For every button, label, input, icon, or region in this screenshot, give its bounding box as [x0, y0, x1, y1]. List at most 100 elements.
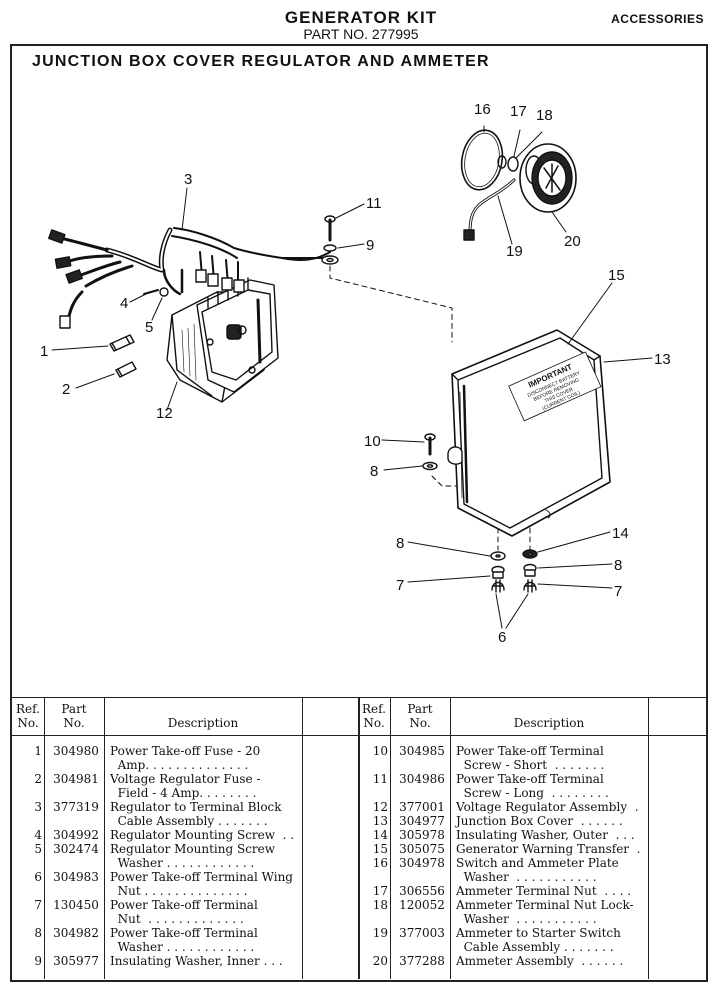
ref-number: 17: [372, 884, 388, 898]
part-description: Voltage Regulator Assembly .: [456, 800, 656, 814]
kit-part-number: PART NO. 277995: [303, 26, 419, 42]
part-number: 304992: [53, 828, 99, 842]
header-ref-no: Ref.No.: [362, 702, 386, 730]
part-description: Power Take-off Terminal Nut . . . . . . …: [110, 898, 310, 926]
page-frame: [10, 44, 708, 982]
ammeter-terminal-lockwasher: [507, 156, 519, 172]
part-description: Power Take-off Terminal Screw - Long . .…: [456, 772, 656, 800]
description-line: Washer . . . . . . . . . . . .: [110, 856, 255, 870]
section-heading: ACCESSORIES: [611, 12, 704, 26]
ref-number: 12: [372, 800, 388, 814]
callout-8: 8: [396, 535, 404, 552]
callout-18: 18: [536, 107, 553, 124]
description-line: Insulating Washer, Inner . . .: [110, 954, 283, 968]
description-line: Power Take-off Terminal: [456, 744, 604, 758]
part-number: 304981: [53, 772, 99, 786]
part-description: Switch and Ammeter Plate Washer . . . . …: [456, 856, 656, 884]
callout-7: 7: [396, 577, 404, 594]
description-line: Amp. . . . . . . . . . . . . .: [110, 758, 249, 772]
part-number: 304985: [399, 744, 445, 758]
ref-number: 10: [372, 744, 388, 758]
description-line: Ammeter Terminal Nut . . . .: [456, 884, 632, 898]
part-number: 304980: [53, 744, 99, 758]
description-line: Power Take-off Terminal: [456, 772, 604, 786]
part-number: 377319: [53, 800, 99, 814]
description-line: Washer . . . . . . . . . . .: [456, 870, 597, 884]
ammeter-assembly: [519, 143, 577, 213]
description-line: Ammeter Assembly . . . . . .: [456, 954, 624, 968]
callout-16: 16: [474, 101, 491, 118]
description-line: Field - 4 Amp. . . . . . . .: [110, 786, 257, 800]
ref-number: 16: [372, 856, 388, 870]
ref-number: 5: [34, 842, 42, 856]
ref-number: 11: [372, 772, 388, 786]
description-line: Regulator to Terminal Block: [110, 800, 282, 814]
ref-number: 2: [34, 772, 42, 786]
part-description: Ammeter to Starter Switch Cable Assembly…: [456, 926, 656, 954]
part-description: Power Take-off Terminal Washer . . . . .…: [110, 926, 310, 954]
switch-ammeter-plate-washer: [460, 129, 504, 191]
part-number: 305977: [53, 954, 99, 968]
ammeter-starter-cable: [463, 178, 516, 241]
description-line: Washer . . . . . . . . . . .: [456, 912, 597, 926]
ref-number: 6: [34, 870, 42, 884]
callout-17: 17: [510, 103, 527, 120]
ref-number: 3: [34, 800, 42, 814]
callout-9: 9: [366, 237, 374, 254]
description-line: Washer . . . . . . . . . . . .: [110, 940, 255, 954]
callout-10: 10: [364, 433, 381, 450]
description-line: Generator Warning Transfer .: [456, 842, 641, 856]
header-description: Description: [513, 716, 585, 730]
part-number: 305075: [399, 842, 445, 856]
description-line: Regulator Mounting Screw: [110, 842, 276, 856]
part-description: Insulating Washer, Inner . . .: [110, 954, 310, 968]
ref-number: 4: [34, 828, 42, 842]
part-description: Voltage Regulator Fuse - Field - 4 Amp. …: [110, 772, 310, 800]
part-description: Regulator Mounting Screw Washer . . . . …: [110, 842, 310, 870]
callout-15: 15: [608, 267, 625, 284]
ref-number: 1: [34, 744, 42, 758]
part-number: 377288: [399, 954, 445, 968]
part-description: Ammeter Terminal Nut . . . .: [456, 884, 656, 898]
description-line: Screw - Long . . . . . . . .: [456, 786, 609, 800]
header-description: Description: [167, 716, 239, 730]
callout-1: 1: [40, 343, 48, 360]
description-line: Ammeter to Starter Switch: [456, 926, 621, 940]
part-number: 120052: [399, 898, 445, 912]
part-number: 304983: [53, 870, 99, 884]
part-number: 304986: [399, 772, 445, 786]
voltage-regulator-assembly: [166, 277, 279, 403]
ref-number: 9: [34, 954, 42, 968]
callout-11: 11: [366, 195, 382, 212]
junction-box-cover: [447, 329, 611, 537]
description-line: Voltage Regulator Assembly .: [456, 800, 639, 814]
description-line: Voltage Regulator Fuse -: [110, 772, 261, 786]
description-line: Junction Box Cover . . . . . .: [456, 814, 623, 828]
part-number: 304978: [399, 856, 445, 870]
part-number: 306556: [399, 884, 445, 898]
description-line: Cable Assembly . . . . . . .: [110, 814, 268, 828]
callout-12: 12: [156, 405, 173, 422]
part-description: Regulator Mounting Screw . .: [110, 828, 310, 842]
description-line: Regulator Mounting Screw . .: [110, 828, 295, 842]
description-line: Power Take-off Terminal Wing: [110, 870, 293, 884]
part-number: 304982: [53, 926, 99, 940]
callout-3: 3: [184, 171, 192, 188]
callout-5: 5: [145, 319, 153, 336]
ref-number: 13: [372, 814, 388, 828]
description-line: Power Take-off Terminal: [110, 898, 258, 912]
callout-19: 19: [506, 243, 523, 260]
callout-6: 6: [498, 629, 506, 646]
callout-13: 13: [654, 351, 671, 368]
callout-14: 14: [612, 525, 629, 542]
ref-number: 20: [372, 954, 388, 968]
ammeter-terminal-nut: [497, 155, 507, 169]
exploded-view-diagram: IMPORTANT DISCONNECT BATTERY BEFORE REMO…: [40, 101, 671, 646]
regulator-mounting-screw: [143, 289, 159, 295]
part-number: 377001: [399, 800, 445, 814]
part-description: Power Take-off Terminal Screw - Short . …: [456, 744, 656, 772]
part-number: 302474: [53, 842, 99, 856]
